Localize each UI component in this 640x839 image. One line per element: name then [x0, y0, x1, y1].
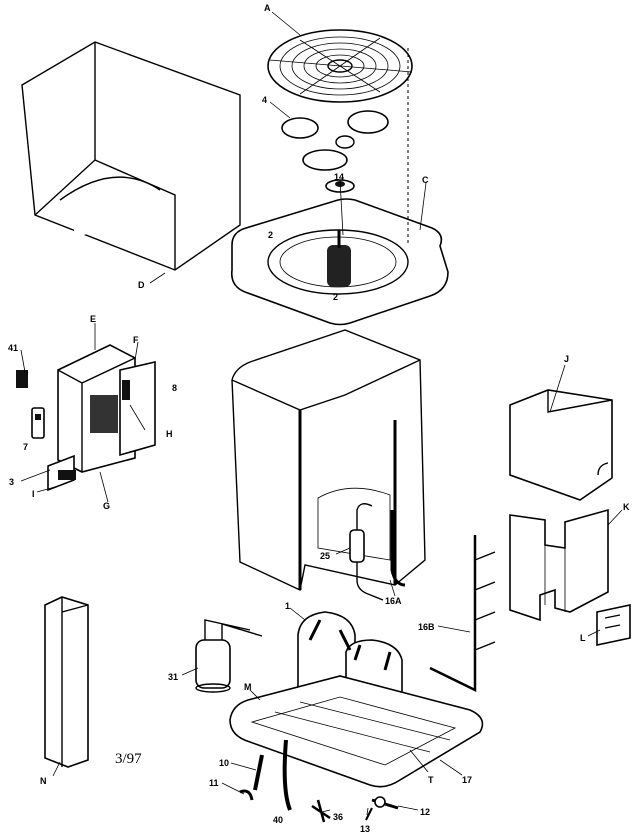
- control-box-e: [57, 344, 156, 473]
- label-13: 13: [360, 824, 370, 834]
- valve-36: [311, 799, 331, 823]
- tube-40: [282, 739, 292, 811]
- fan-guard-a: [267, 29, 413, 103]
- label-14: 14: [334, 172, 344, 182]
- contactor-41: [16, 370, 28, 388]
- label-40: 40: [273, 815, 283, 825]
- label-16b: 16B: [418, 622, 435, 632]
- date-code: 3/97: [115, 751, 142, 767]
- label-12: 12: [420, 807, 430, 817]
- label-h: H: [166, 429, 173, 439]
- valve-12-13: [365, 796, 399, 821]
- label-8: 8: [172, 383, 177, 393]
- tube-10: [253, 754, 264, 791]
- bracket-3-i: [47, 454, 76, 492]
- label-c: C: [422, 175, 429, 185]
- label-16a: 16A: [385, 596, 402, 606]
- label-g: G: [103, 501, 110, 511]
- panel-j: [509, 389, 613, 501]
- label-17: 17: [462, 775, 472, 785]
- label-j: J: [564, 354, 569, 364]
- plate-l: [596, 604, 631, 646]
- side-panel-n: [44, 596, 89, 768]
- label-k: K: [623, 502, 630, 512]
- label-i: I: [32, 489, 35, 499]
- label-7: 7: [23, 442, 28, 452]
- label-d: D: [138, 280, 145, 290]
- label-11: 11: [209, 778, 219, 788]
- label-n: N: [40, 776, 47, 786]
- label-e: E: [90, 314, 96, 324]
- filter-drier-25: [349, 503, 384, 601]
- label-41: 41: [8, 343, 18, 353]
- label-4: 4: [262, 95, 267, 105]
- label-f: F: [133, 335, 139, 345]
- capacitor-7: [31, 407, 45, 439]
- label-3: 3: [9, 477, 14, 487]
- label-l: L: [580, 633, 586, 643]
- label-36: 36: [333, 812, 343, 822]
- clip-11: [239, 789, 254, 801]
- top-panel-c: [230, 198, 449, 326]
- label-25: 25: [320, 551, 330, 561]
- panel-k: [509, 508, 609, 622]
- label-1: 1: [285, 601, 290, 611]
- label-2a: 2: [268, 230, 273, 240]
- base-pan-m: [229, 675, 484, 788]
- tubing-16b: [429, 535, 496, 693]
- label-31: 31: [168, 672, 178, 682]
- label-t: T: [428, 775, 434, 785]
- coil-guard-d: [21, 41, 241, 271]
- fan-blade-4: [281, 110, 389, 171]
- label-a: A: [264, 3, 271, 13]
- label-10: 10: [219, 758, 229, 768]
- outdoor-coil: [231, 329, 426, 592]
- leader-lines: [20, 11, 623, 816]
- label-2b: 2: [333, 292, 338, 302]
- label-m: M: [244, 682, 252, 692]
- capacitor-31: [195, 619, 263, 693]
- tubing-16a: [390, 510, 406, 587]
